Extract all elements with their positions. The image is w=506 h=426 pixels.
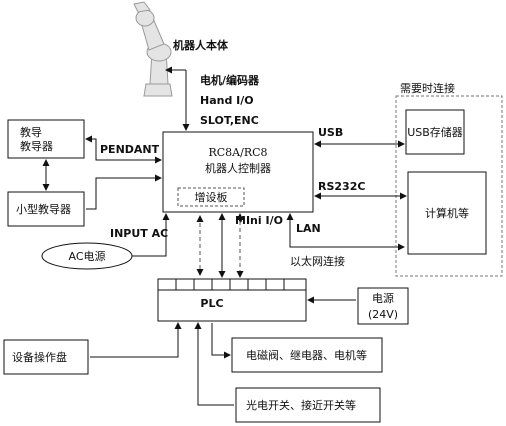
optional-title: 需要时连接 [400, 82, 455, 95]
sensors-box [235, 387, 381, 423]
ethernet-label: 以太网连接 [290, 255, 345, 268]
controller-name: 机器人控制器 [205, 161, 271, 175]
cable-label-motor: 电机/编码器 [200, 73, 260, 87]
expansion-board-label: 增设板 [195, 190, 228, 204]
sensors-label: 光电开关、接近开关等 [246, 398, 356, 412]
teaching-pendant-box [7, 119, 85, 159]
actuators-box [231, 337, 383, 373]
usb-storage-label: USB存储器 [407, 125, 463, 139]
operation-panel-label: 设备操作盘 [12, 350, 67, 364]
input-ac-label: INPUT AC [110, 227, 168, 240]
power-24v-box [357, 287, 409, 325]
plc-slots [158, 279, 306, 291]
robot-arm-icon [133, 1, 173, 97]
power-line2: (24V) [368, 308, 398, 321]
computer-label: 计算机等 [425, 206, 469, 220]
mini-pendant-box [7, 191, 85, 227]
usb-label: USB [318, 126, 343, 139]
pendant-line1: 教导 [20, 126, 42, 139]
lan-label: LAN [296, 222, 321, 235]
expansion-board [177, 187, 245, 207]
pendant-line2: 教导器 [20, 140, 53, 153]
ac-power-label: AC电源 [68, 249, 105, 263]
cable-label-handio: Hand I/O [200, 94, 254, 107]
usb-storage-box [405, 109, 465, 155]
rs232c-label: RS232C [318, 180, 365, 193]
operation-panel-box [3, 339, 89, 375]
pendant-link-label: PENDANT [100, 143, 160, 156]
mini-pendant-label: 小型教导器 [16, 202, 71, 216]
robot-label: 机器人本体 [173, 38, 229, 52]
mini-io-label: MIni I/O [235, 214, 283, 227]
computer-box [407, 171, 487, 255]
controller-model: RC8A/RC8 [208, 146, 267, 159]
optional-area [395, 95, 503, 277]
plc-box [157, 278, 307, 322]
plc-label: PLC [200, 297, 223, 310]
cable-label-slot: SLOT,ENC [200, 114, 259, 127]
actuators-label: 电磁阀、继电器、电机等 [246, 348, 367, 362]
power-line1: 电源 [372, 291, 394, 305]
